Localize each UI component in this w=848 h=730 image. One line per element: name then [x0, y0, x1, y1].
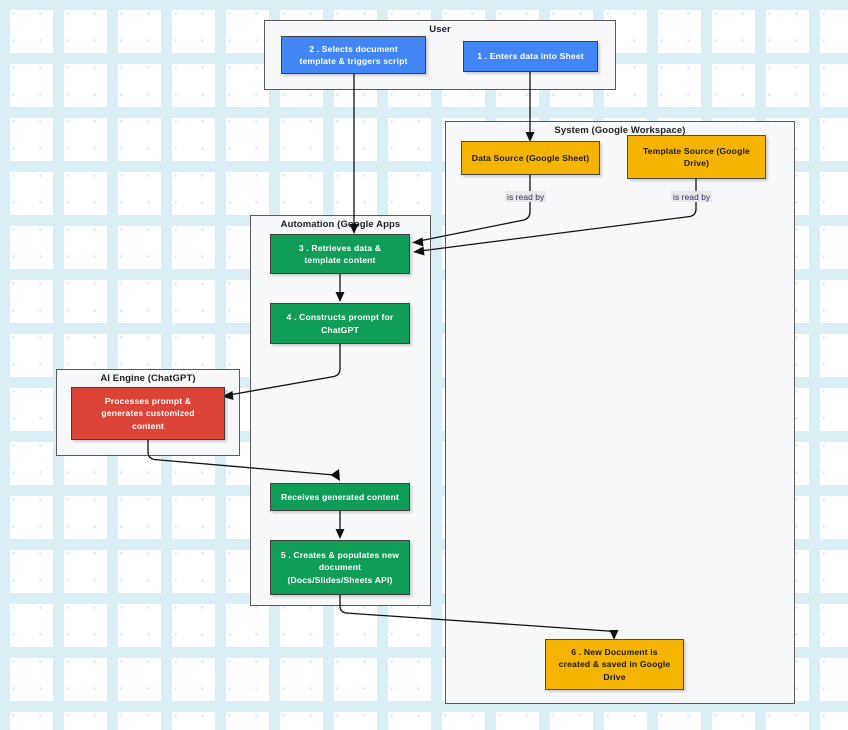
- node-processes-prompt-generates-content-label: Processes prompt & generates customized …: [101, 395, 195, 431]
- edge-label-is-read-by-data-source: is read by: [505, 191, 547, 202]
- node-constructs-prompt-for-chatgpt[interactable]: 4 . Constructs prompt for ChatGPT: [270, 303, 410, 344]
- node-receives-generated-content[interactable]: Receives generated content: [270, 483, 410, 511]
- node-data-source-google-sheet[interactable]: Data Source (Google Sheet): [461, 141, 600, 175]
- node-enters-data-into-sheet[interactable]: 1 . Enters data into Sheet: [463, 41, 598, 72]
- node-receives-generated-content-label: Receives generated content: [280, 491, 400, 502]
- subgraph-user-label: User: [429, 24, 451, 35]
- subgraph-ai-engine-label: AI Engine (ChatGPT): [100, 373, 196, 384]
- node-template-source-google-drive-label: Template Source (Google Drive): [643, 145, 750, 168]
- node-data-source-google-sheet-label: Data Source (Google Sheet): [471, 152, 590, 163]
- node-template-source-google-drive[interactable]: Template Source (Google Drive): [627, 135, 766, 179]
- node-selects-document-template[interactable]: 2 . Selects document template & triggers…: [281, 36, 426, 74]
- node-retrieves-data-template-content-label: 3 . Retrieves data & template content: [298, 242, 382, 265]
- subgraph-system-label: System (Google Workspace): [554, 125, 686, 136]
- node-creates-populates-new-document[interactable]: 5 . Creates & populates new document (Do…: [270, 540, 410, 595]
- node-retrieves-data-template-content[interactable]: 3 . Retrieves data & template content: [270, 234, 410, 274]
- edge-label-is-read-by-template-source: is read by: [671, 191, 713, 202]
- node-creates-populates-new-document-label: 5 . Creates & populates new document (Do…: [280, 549, 400, 585]
- node-processes-prompt-generates-content[interactable]: Processes prompt & generates customized …: [71, 387, 225, 440]
- subgraph-automation-label: Automation (Google Apps: [280, 219, 401, 230]
- node-new-document-created-saved[interactable]: 6 . New Document is created & saved in G…: [545, 639, 684, 690]
- node-constructs-prompt-for-chatgpt-label: 4 . Constructs prompt for ChatGPT: [286, 312, 394, 335]
- subgraph-system: System (Google Workspace): [445, 121, 795, 704]
- node-selects-document-template-label: 2 . Selects document template & triggers…: [299, 43, 408, 66]
- node-enters-data-into-sheet-label: 1 . Enters data into Sheet: [477, 51, 584, 62]
- node-new-document-created-saved-label: 6 . New Document is created & saved in G…: [558, 646, 671, 682]
